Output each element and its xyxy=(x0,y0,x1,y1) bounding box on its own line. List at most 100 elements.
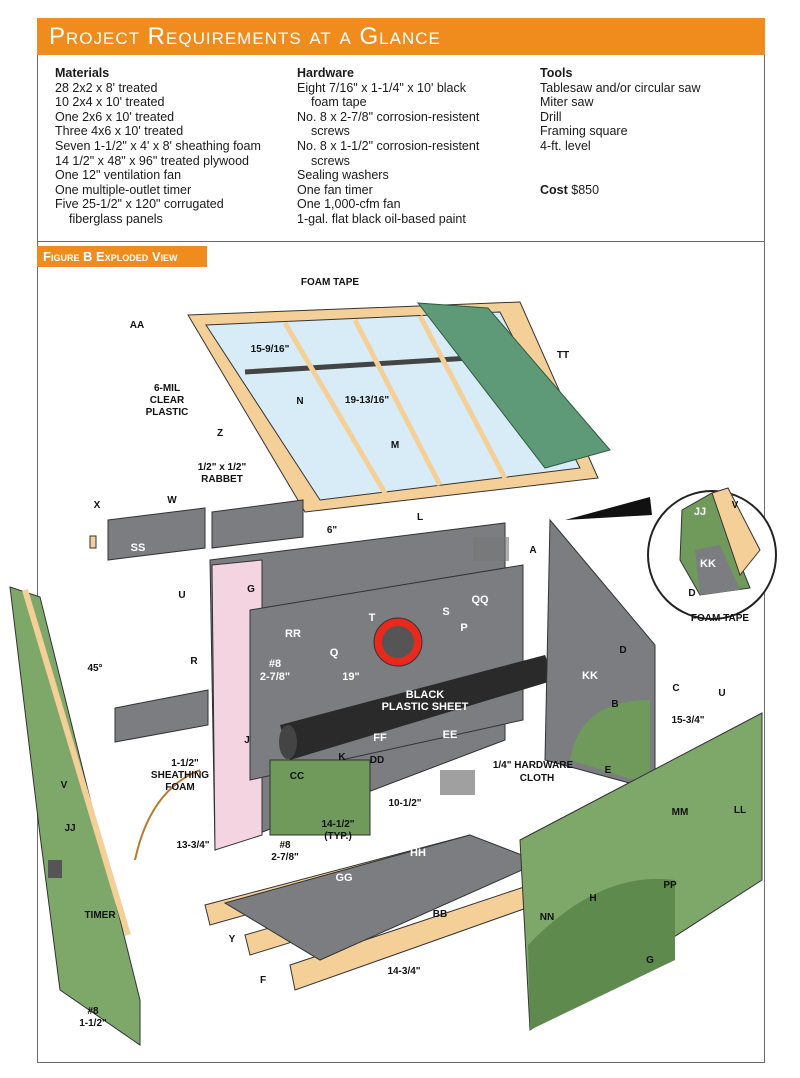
hardware-cloth xyxy=(440,770,475,795)
label-pp: PP xyxy=(663,880,677,891)
cost-label: Cost xyxy=(540,182,568,197)
list-item: One 2x6 x 10' treated xyxy=(55,109,175,124)
list-item: One multiple-outlet timer xyxy=(55,182,192,197)
materials-list: Materials 28 2x2 x 8' treated 10 2x4 x 1… xyxy=(55,66,261,227)
label-kk: KK xyxy=(700,558,716,570)
label-screw: 2-7/8" xyxy=(260,671,290,683)
label-s: S xyxy=(442,606,449,618)
label-w: W xyxy=(167,495,177,506)
label-dimension: (TYP.) xyxy=(324,831,352,842)
list-item: 1-gal. flat black oil-based paint xyxy=(297,211,466,226)
label-hardware-cloth: 1/4" HARDWARE xyxy=(493,760,574,771)
label-black-plastic: BLACK xyxy=(406,689,445,701)
list-item: Framing square xyxy=(540,124,628,139)
hardware-list: Hardware Eight 7/16" x 1-1/4" x 10' blac… xyxy=(297,66,479,227)
list-item: One 1,000-cfm fan xyxy=(297,197,401,212)
label-v: V xyxy=(732,500,739,511)
label-dimension: 10-1/2" xyxy=(388,798,421,809)
label-h: H xyxy=(589,893,596,904)
label-plastic: 6-MIL xyxy=(154,383,180,394)
label-screw: #8 xyxy=(269,658,281,670)
divider xyxy=(37,241,765,242)
list-item: fiberglass panels xyxy=(69,211,163,226)
label-dimension: 15-3/4" xyxy=(671,715,704,726)
label-ll: LL xyxy=(734,805,746,816)
rabbet-piece xyxy=(211,499,304,549)
label-hardware-cloth: CLOTH xyxy=(520,773,554,784)
materials-heading: Materials xyxy=(55,66,110,80)
list-item: 4-ft. level xyxy=(540,138,591,153)
label-t: T xyxy=(369,612,376,624)
label-x: X xyxy=(94,500,101,511)
label-e: E xyxy=(605,765,612,776)
black-plastic-roll xyxy=(280,655,555,760)
label-qq: QQ xyxy=(471,594,489,606)
figure-title: Figure B Exploded View xyxy=(37,246,207,267)
list-item: screws xyxy=(311,153,350,168)
label-k: K xyxy=(338,752,346,763)
label-j: J xyxy=(244,735,250,746)
label-black-plastic: PLASTIC SHEET xyxy=(382,701,469,713)
label-r: R xyxy=(190,656,198,667)
label-ee: EE xyxy=(443,729,458,741)
label-dd: DD xyxy=(370,755,384,766)
label-screw: 1-1/2" xyxy=(79,1018,107,1029)
list-item: 28 2x2 x 8' treated xyxy=(55,80,158,95)
label-g: G xyxy=(247,584,255,595)
label-ss: SS xyxy=(131,542,146,554)
label-l: L xyxy=(417,512,423,523)
list-item: No. 8 x 2-7/8" corrosion-resistent xyxy=(297,109,480,124)
corrugated-panel xyxy=(416,302,611,469)
label-dimension: 6" xyxy=(327,525,338,536)
tools-list: Tools Tablesaw and/or circular saw Miter… xyxy=(540,66,701,197)
label-dimension: 19" xyxy=(342,671,359,683)
tools-heading: Tools xyxy=(540,66,573,80)
label-rabbet: RABBET xyxy=(201,474,243,485)
figure-labels: FOAM TAPE AA 15-9/16" TT 6-MIL CLEAR PLA… xyxy=(61,277,750,1029)
rabbet-piece xyxy=(114,689,209,743)
label-rr: RR xyxy=(285,628,301,640)
label-gg: GG xyxy=(335,872,352,884)
label-angle: 45° xyxy=(87,663,102,674)
label-dimension: 14-3/4" xyxy=(387,966,420,977)
label-screw: 2-7/8" xyxy=(271,852,299,863)
cost: Cost $850 xyxy=(540,183,701,198)
list-item: Tablesaw and/or circular saw xyxy=(540,80,701,95)
label-foam-tape: FOAM TAPE xyxy=(301,277,359,288)
label-aa: AA xyxy=(130,320,144,331)
list-item: Five 25-1/2" x 120" corrugated xyxy=(55,197,224,212)
label-plastic: PLASTIC xyxy=(146,407,189,418)
side-panel-jj xyxy=(9,586,141,1046)
label-bb: BB xyxy=(433,909,447,920)
list-item: Miter saw xyxy=(540,95,594,110)
label-u: U xyxy=(178,590,185,601)
label-a: A xyxy=(529,545,536,556)
label-foam: FOAM xyxy=(165,782,194,793)
label-dimension: 14-1/2" xyxy=(321,819,354,830)
label-cc: CC xyxy=(290,771,304,782)
cost-value: $850 xyxy=(571,182,600,197)
label-jj: JJ xyxy=(64,823,75,834)
list-item: 10 2x4 x 10' treated xyxy=(55,95,165,110)
label-foam: SHEATHING xyxy=(151,770,209,781)
list-item: Sealing washers xyxy=(297,168,389,183)
label-nn: NN xyxy=(540,912,554,923)
list-item: Eight 7/16" x 1-1/4" x 10' black xyxy=(297,80,466,95)
label-tt: TT xyxy=(557,350,569,361)
list-item: One fan timer xyxy=(297,182,373,197)
label-plastic: CLEAR xyxy=(150,395,185,406)
page-title: Project Requirements at a Glance xyxy=(37,18,765,55)
label-n: N xyxy=(296,396,303,407)
label-z: Z xyxy=(217,428,223,439)
rabbet-piece xyxy=(107,507,206,561)
label-q: Q xyxy=(330,647,339,659)
label-dimension: 15-9/16" xyxy=(251,344,290,355)
label-y: Y xyxy=(229,934,236,945)
label-v: V xyxy=(61,780,68,791)
label-screw: #8 xyxy=(87,1006,99,1017)
list-item: No. 8 x 1-1/2" corrosion-resistent xyxy=(297,138,480,153)
label-foam: 1-1/2" xyxy=(171,758,199,769)
label-ff: FF xyxy=(373,732,387,744)
